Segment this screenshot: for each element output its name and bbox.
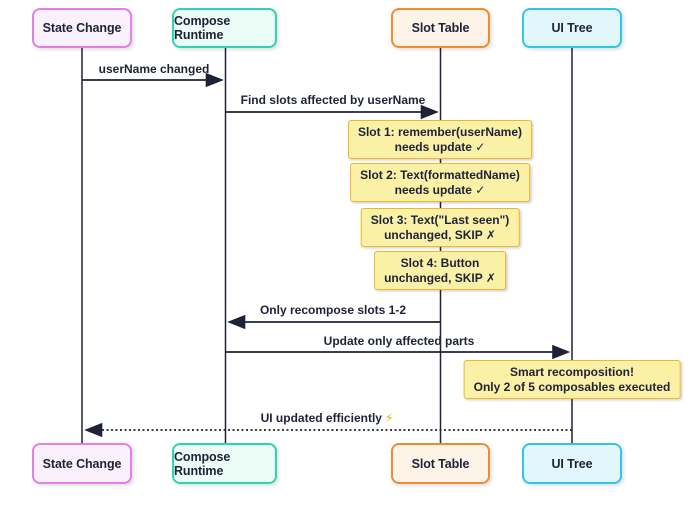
participant-compose-runtime-top: Compose Runtime xyxy=(172,8,277,48)
note-smart-recomposition: Smart recomposition! Only 2 of 5 composa… xyxy=(463,360,681,400)
participant-state-change-bottom: State Change xyxy=(32,443,132,484)
participant-label: Compose Runtime xyxy=(174,14,231,42)
note-slot-2: Slot 2: Text(formattedName) needs update… xyxy=(350,163,530,203)
participant-label: UI Tree xyxy=(551,456,593,471)
participant-state-change-top: State Change xyxy=(32,8,132,48)
message-find-slots: Find slots affected by userName xyxy=(240,93,426,107)
note-slot-4: Slot 4: Button unchanged, SKIP ✗ xyxy=(374,251,506,291)
message-ui-updated: UI updated efficiently⚡ xyxy=(261,411,394,425)
message-only-recompose: Only recompose slots 1-2 xyxy=(259,303,407,317)
message-update-affected: Update only affected parts xyxy=(323,334,475,348)
note-slot-3: Slot 3: Text("Last seen") unchanged, SKI… xyxy=(360,208,520,248)
participant-ui-tree-bottom: UI Tree xyxy=(522,443,622,484)
participant-label: State Change xyxy=(42,456,122,471)
participant-label: UI Tree xyxy=(551,21,593,35)
participant-compose-runtime-bottom: Compose Runtime xyxy=(172,443,277,484)
participant-label: State Change xyxy=(42,21,122,35)
message-username-changed: userName changed xyxy=(98,62,210,76)
participant-slot-table-top: Slot Table xyxy=(391,8,490,48)
message-ui-updated-text: UI updated efficiently xyxy=(260,411,382,425)
participant-label: Slot Table xyxy=(411,21,470,35)
participant-label: Compose Runtime xyxy=(174,449,231,478)
participant-label: Slot Table xyxy=(411,456,470,471)
note-slot-1: Slot 1: remember(userName) needs update … xyxy=(347,120,533,160)
participant-slot-table-bottom: Slot Table xyxy=(391,443,490,484)
participant-ui-tree-top: UI Tree xyxy=(522,8,622,48)
lightning-bolt-icon: ⚡ xyxy=(384,411,394,425)
